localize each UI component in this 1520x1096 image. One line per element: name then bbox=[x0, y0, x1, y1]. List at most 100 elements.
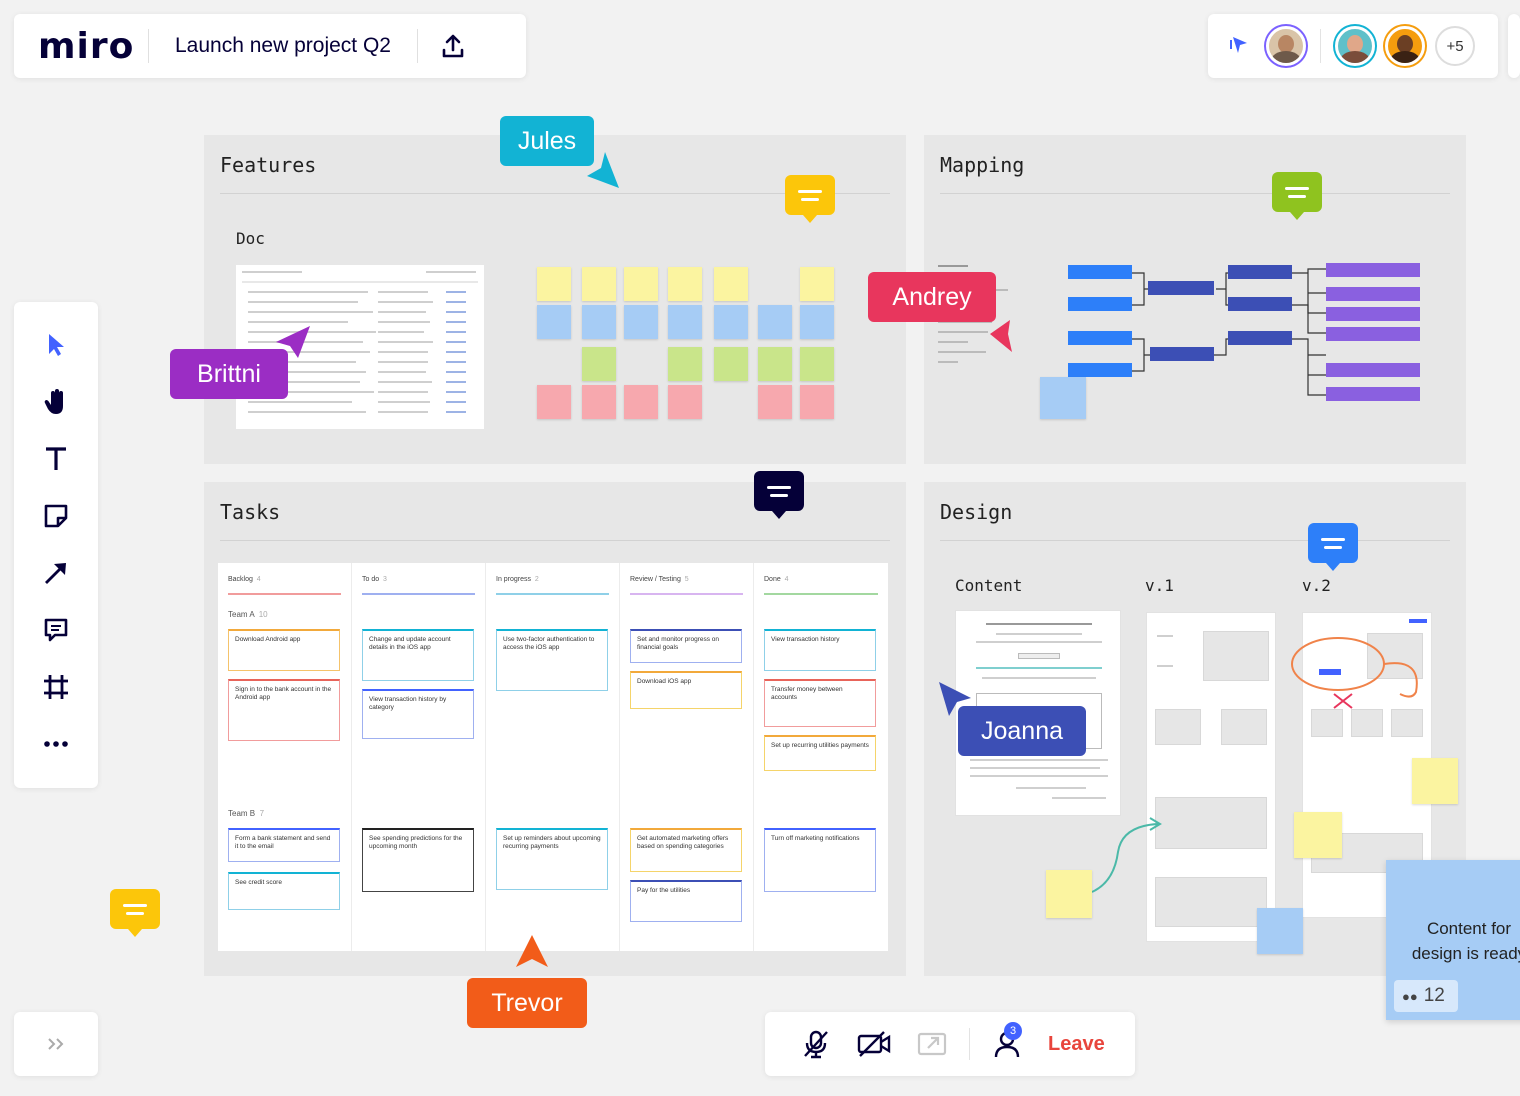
share-upload-button[interactable] bbox=[418, 14, 488, 78]
hand-tool[interactable] bbox=[28, 373, 84, 430]
more-collaborators-count[interactable]: +5 bbox=[1435, 26, 1475, 66]
sticky-note[interactable] bbox=[1040, 377, 1086, 419]
task-card[interactable]: Form a bank statement and send it to the… bbox=[228, 828, 340, 862]
task-card[interactable]: Get automated marketing offers based on … bbox=[630, 828, 742, 872]
frame-features[interactable]: Features Doc bbox=[204, 135, 906, 464]
select-tool[interactable] bbox=[28, 316, 84, 373]
task-card[interactable]: Set up reminders about upcoming recurrin… bbox=[496, 828, 608, 890]
sticky-note[interactable] bbox=[537, 305, 571, 339]
comment-bubble[interactable] bbox=[110, 889, 160, 937]
sticky-note[interactable] bbox=[537, 385, 571, 419]
task-card[interactable]: Sign in to the bank account in the Andro… bbox=[228, 679, 340, 741]
task-card[interactable]: Pay for the utilities bbox=[630, 880, 742, 922]
participants-button[interactable]: 3 bbox=[978, 1012, 1036, 1076]
sticky-note[interactable] bbox=[714, 305, 748, 339]
map-node[interactable] bbox=[1068, 265, 1132, 279]
comment-bubble[interactable] bbox=[785, 175, 835, 223]
frame-design[interactable]: Design Content v.1 v.2 bbox=[924, 482, 1466, 976]
text-tool[interactable] bbox=[28, 430, 84, 487]
map-node[interactable] bbox=[1148, 281, 1214, 295]
miro-logo[interactable]: miro bbox=[38, 25, 135, 67]
task-card[interactable]: View transaction history by category bbox=[362, 689, 474, 739]
task-card[interactable]: See spending predictions for the upcomin… bbox=[362, 828, 474, 892]
sticky-note[interactable] bbox=[800, 385, 834, 419]
wireframe-v1[interactable] bbox=[1146, 612, 1276, 942]
task-card[interactable]: Set up recurring utilities payments bbox=[764, 735, 876, 771]
sticky-note[interactable] bbox=[1257, 908, 1303, 954]
sticky-note[interactable] bbox=[582, 385, 616, 419]
task-card[interactable]: View transaction history bbox=[764, 629, 876, 671]
comment-bubble[interactable] bbox=[754, 471, 804, 519]
mic-off-icon bbox=[804, 1030, 828, 1059]
sticky-note[interactable] bbox=[800, 267, 834, 301]
sticky-note[interactable] bbox=[624, 267, 658, 301]
comment-tool[interactable] bbox=[28, 601, 84, 658]
sticky-note-tool[interactable] bbox=[28, 487, 84, 544]
leave-call-button[interactable]: Leave bbox=[1048, 1032, 1105, 1055]
task-card[interactable]: Use two-factor authentication to access … bbox=[496, 629, 608, 691]
map-node[interactable] bbox=[1228, 331, 1292, 345]
sticky-note[interactable] bbox=[758, 385, 792, 419]
map-node[interactable] bbox=[1326, 287, 1420, 301]
board-title[interactable]: Launch new project Q2 bbox=[175, 34, 391, 57]
sticky-note[interactable] bbox=[800, 305, 834, 339]
sticky-note[interactable] bbox=[714, 267, 748, 301]
expand-panel-button[interactable] bbox=[14, 1012, 98, 1076]
sticky-note[interactable] bbox=[668, 267, 702, 301]
comment-bubble[interactable] bbox=[1308, 523, 1358, 571]
map-node[interactable] bbox=[1150, 347, 1214, 361]
sticky-note[interactable] bbox=[758, 305, 792, 339]
map-node[interactable] bbox=[1068, 297, 1132, 311]
map-node[interactable] bbox=[1326, 363, 1420, 377]
frame-divider bbox=[940, 540, 1450, 541]
map-node[interactable] bbox=[1068, 331, 1132, 345]
sticky-note[interactable] bbox=[800, 347, 834, 381]
task-card[interactable]: Download iOS app bbox=[630, 671, 742, 709]
sticky-note[interactable] bbox=[582, 347, 616, 381]
line-tool[interactable] bbox=[28, 544, 84, 601]
sticky-note[interactable] bbox=[668, 385, 702, 419]
avatar[interactable] bbox=[1385, 26, 1425, 66]
kanban-board[interactable]: Backlog 4 Team A 10 Download Android app… bbox=[218, 563, 888, 951]
frame-mapping[interactable]: Mapping bbox=[924, 135, 1466, 464]
task-card[interactable]: Turn off marketing notifications bbox=[764, 828, 876, 892]
sticky-note[interactable] bbox=[582, 267, 616, 301]
avatar[interactable] bbox=[1335, 26, 1375, 66]
task-card[interactable]: Change and update account details in the… bbox=[362, 629, 474, 681]
avatar[interactable] bbox=[1266, 26, 1306, 66]
map-node[interactable] bbox=[1326, 387, 1420, 401]
more-tools[interactable] bbox=[28, 715, 84, 772]
sticky-note[interactable] bbox=[624, 385, 658, 419]
mute-mic-button[interactable] bbox=[787, 1012, 845, 1076]
map-node[interactable] bbox=[1228, 265, 1292, 279]
comment-bubble[interactable] bbox=[1272, 172, 1322, 220]
sticky-note[interactable] bbox=[668, 347, 702, 381]
sticky-note[interactable] bbox=[1046, 870, 1092, 918]
sticky-note[interactable] bbox=[1294, 812, 1342, 858]
map-node[interactable] bbox=[1228, 297, 1292, 311]
reaction-counter[interactable]: ●● 12 bbox=[1394, 980, 1458, 1012]
follow-cursor-icon[interactable] bbox=[1228, 34, 1252, 58]
map-node[interactable] bbox=[1326, 307, 1420, 321]
sticky-note[interactable] bbox=[582, 305, 616, 339]
task-card[interactable]: Transfer money between accounts bbox=[764, 679, 876, 727]
sticky-note[interactable] bbox=[537, 267, 571, 301]
map-node[interactable] bbox=[1068, 363, 1132, 377]
frame-tool[interactable] bbox=[28, 658, 84, 715]
sticky-note[interactable] bbox=[624, 305, 658, 339]
camera-off-button[interactable] bbox=[845, 1012, 903, 1076]
sticky-note-icon bbox=[44, 504, 68, 527]
sticky-note-content-ready[interactable]: Content for design is ready ●● 12 bbox=[1386, 860, 1520, 1020]
sticky-note[interactable] bbox=[1412, 758, 1458, 804]
sticky-note[interactable] bbox=[714, 347, 748, 381]
map-node[interactable] bbox=[1326, 263, 1420, 277]
task-card[interactable]: See credit score bbox=[228, 872, 340, 910]
doc-preview[interactable] bbox=[236, 265, 484, 429]
task-card[interactable]: Set and monitor progress on financial go… bbox=[630, 629, 742, 663]
sticky-note[interactable] bbox=[668, 305, 702, 339]
column-accent-line bbox=[764, 593, 878, 595]
task-card[interactable]: Download Android app bbox=[228, 629, 340, 671]
share-screen-button[interactable] bbox=[903, 1012, 961, 1076]
sticky-note[interactable] bbox=[758, 347, 792, 381]
map-node[interactable] bbox=[1326, 327, 1420, 341]
